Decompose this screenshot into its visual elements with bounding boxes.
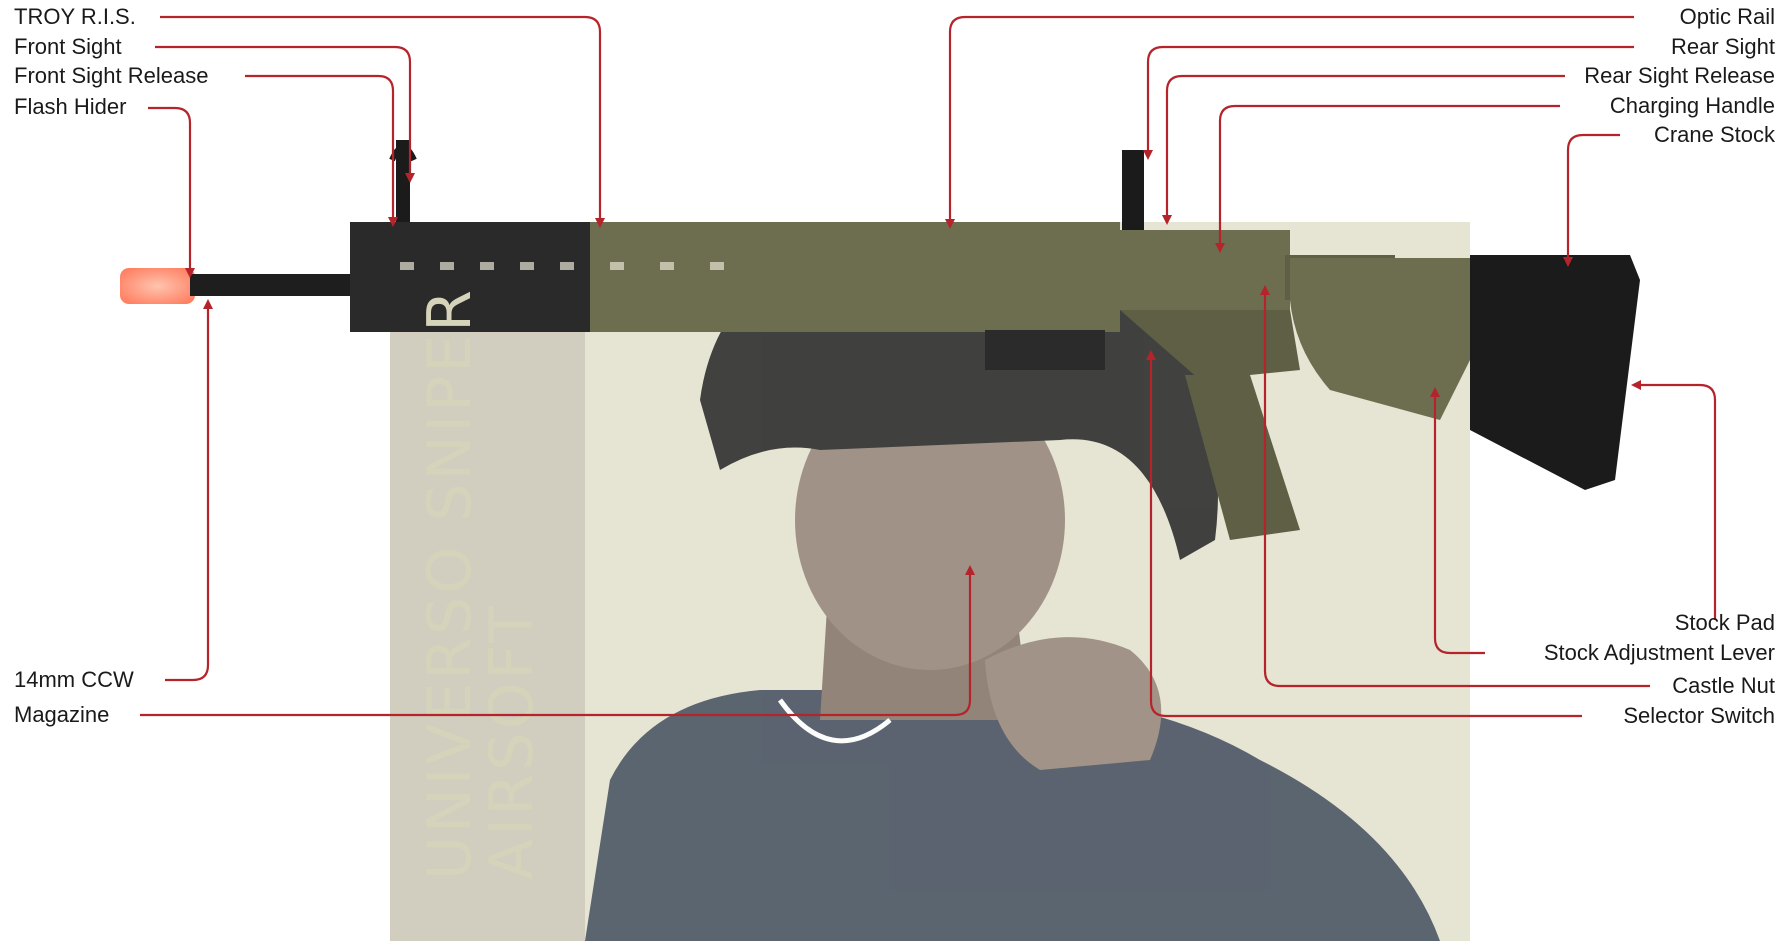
flash-hider-tip — [120, 268, 195, 304]
watermark-line-2: AIRSOFT — [477, 603, 547, 880]
rear-sight-post — [1122, 150, 1144, 230]
label-rear-sight: Rear Sight — [1671, 34, 1775, 60]
label-optic-rail: Optic Rail — [1680, 4, 1775, 30]
stock-butt — [1470, 255, 1640, 490]
magazine-well — [985, 330, 1105, 370]
barrel — [190, 274, 360, 296]
leader-front-sight-release — [245, 76, 393, 222]
upper-receiver — [1110, 230, 1290, 310]
leader-crane-stock — [1568, 135, 1620, 262]
leader-flash-hider — [148, 108, 190, 273]
watermark-line-1: UNIVERSO SNIPER — [415, 287, 485, 880]
label-stock-pad: Stock Pad — [1675, 610, 1775, 636]
label-selector-switch: Selector Switch — [1623, 703, 1775, 729]
label-troy-ris: TROY R.I.S. — [14, 4, 136, 30]
label-flash-hider: Flash Hider — [14, 94, 126, 120]
label-magazine: Magazine — [14, 702, 109, 728]
leader-rear-sight-release — [1167, 76, 1565, 220]
label-castle-nut: Castle Nut — [1672, 673, 1775, 699]
label-ccw: 14mm CCW — [14, 667, 134, 693]
label-crane-stock: Crane Stock — [1654, 122, 1775, 148]
label-stock-adjustment-lever: Stock Adjustment Lever — [1544, 640, 1775, 666]
label-front-sight-release: Front Sight Release — [14, 63, 208, 89]
label-charging-handle: Charging Handle — [1610, 93, 1775, 119]
label-rear-sight-release: Rear Sight Release — [1584, 63, 1775, 89]
leader-stock-pad — [1636, 385, 1715, 620]
leader-ccw — [165, 304, 208, 680]
label-front-sight: Front Sight — [14, 34, 122, 60]
